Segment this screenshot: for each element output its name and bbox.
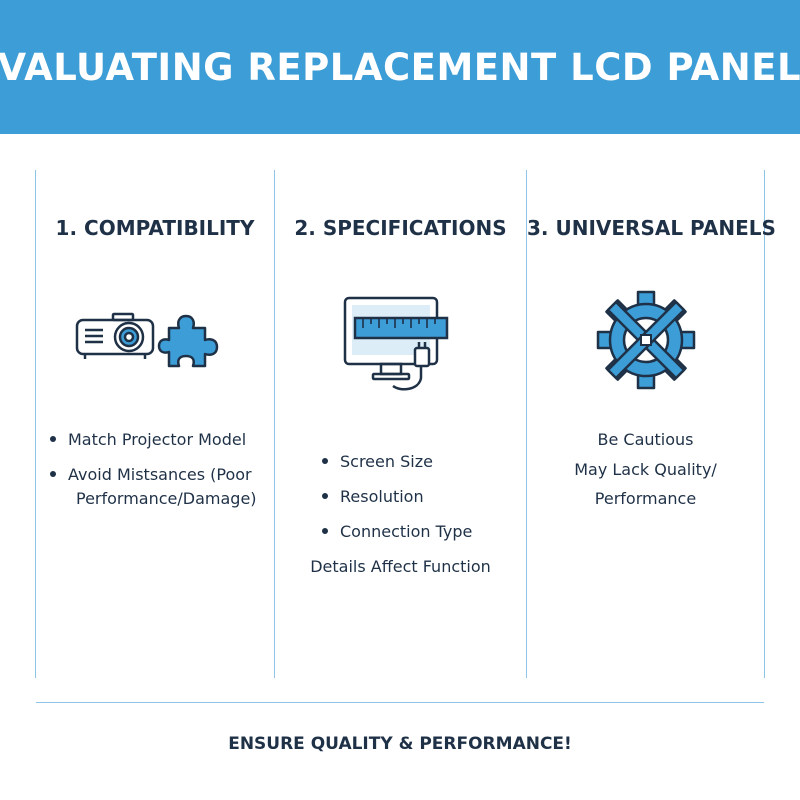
column-divider-left (35, 170, 36, 678)
specifications-icons (275, 294, 526, 394)
header-banner: EVALUATING REPLACEMENT LCD PANELS (0, 0, 800, 134)
column-compatibility: 1. COMPATIBILITY Match Projector Model (36, 170, 274, 678)
column-title-specifications: 2. SPECIFICATIONS (294, 216, 507, 240)
list-item: Match Projector Model (50, 422, 274, 457)
column-divider-2 (526, 170, 527, 678)
column-universal-panels: 3. UNIVERSAL PANELS (527, 170, 776, 678)
puzzle-piece-icon (157, 314, 219, 368)
specifications-bullets: Screen Size Resolution Connection Type (322, 444, 526, 549)
list-item-continuation: Performance/Damage) (76, 489, 257, 508)
universal-panels-icons (527, 288, 764, 392)
footer-divider (36, 702, 764, 703)
gear-cross-icon (596, 290, 695, 390)
column-title-compatibility: 1. COMPATIBILITY (55, 216, 255, 240)
list-item: Screen Size (322, 444, 526, 479)
quality-warning-line1: May Lack Quality/ (574, 460, 717, 479)
caution-text: Be Cautious (597, 430, 694, 449)
universal-panels-text: Be Cautious May Lack Quality/ Performanc… (527, 422, 764, 515)
column-specifications: 2. SPECIFICATIONS (275, 170, 526, 678)
bullet-dot (50, 470, 56, 477)
bullet-dot (322, 527, 328, 534)
page-title: EVALUATING REPLACEMENT LCD PANELS (0, 45, 800, 89)
compatibility-icons (36, 302, 274, 370)
column-divider-right (764, 170, 765, 678)
bullet-dot (322, 457, 328, 464)
monitor-ruler-cable-icon (343, 296, 448, 391)
column-divider-1 (274, 170, 275, 678)
bullet-dot (322, 492, 328, 499)
specifications-note: Details Affect Function (310, 557, 491, 576)
bullet-dot (50, 435, 56, 442)
projector-puzzle-icon-group (75, 312, 219, 368)
footer-slogan: ENSURE QUALITY & PERFORMANCE! (228, 734, 572, 754)
list-item: Avoid Mistsances (Poor Performance/Damag… (50, 457, 274, 512)
projector-icon (75, 312, 155, 359)
compatibility-bullets: Match Projector Model Avoid Mistsances (… (50, 422, 274, 512)
list-item: Resolution (322, 479, 526, 514)
quality-warning-line2: Performance (594, 489, 697, 508)
list-item: Connection Type (322, 514, 526, 549)
column-title-universal-panels: 3. UNIVERSAL PANELS (527, 216, 776, 240)
